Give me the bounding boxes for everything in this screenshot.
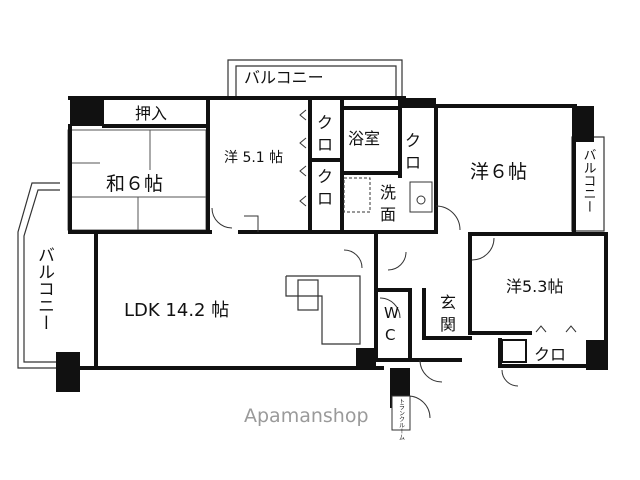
wall-blocks (56, 98, 608, 408)
label-senmen-1: 洗 (380, 183, 396, 202)
top-balcony-inner (235, 65, 397, 97)
label-washitsu: 和６帖 (106, 173, 163, 195)
trunk-room-box (391, 395, 411, 431)
label-bath: 浴室 (348, 129, 380, 148)
kitchen-counter (285, 275, 361, 345)
closet-markers (299, 109, 577, 333)
label-kuro-mid-1: ク (317, 167, 333, 186)
label-yo6: 洋６帖 (470, 161, 527, 183)
top-balcony-outline (227, 59, 403, 97)
label-yo51: 洋 5.1 帖 (224, 150, 283, 166)
sink-fixture (343, 177, 433, 213)
label-balcony-top: バルコニー (244, 68, 324, 87)
label-kuro-bath-2: ロ (405, 153, 421, 172)
left-balcony-outline (17, 182, 60, 369)
label-trunk-room: トランクルーム (398, 398, 405, 440)
label-kuro-bottom: クロ (534, 345, 566, 364)
left-balcony-inner (23, 189, 60, 363)
mb-box (501, 339, 527, 363)
label-balcony-left: バルコニー (34, 246, 54, 331)
watermark: Apamanshop (244, 405, 369, 427)
label-wc-1: W (384, 304, 399, 322)
label-genkan-2: 関 (440, 315, 456, 334)
label-kuro-top-2: ロ (317, 135, 333, 154)
walls (58, 96, 608, 370)
label-kuro-top-1: ク (317, 113, 333, 132)
label-kuro-mid-2: ロ (317, 189, 333, 208)
label-yo53: 洋5.3帖 (506, 277, 563, 296)
label-kuro-bath-1: ク (405, 131, 421, 150)
doors (211, 205, 519, 419)
label-ldk: LDK 14.2 帖 (124, 300, 229, 321)
label-balcony-right: バルコニー (581, 148, 597, 213)
label-senmen-2: 面 (380, 205, 396, 224)
label-mb: MB (503, 346, 522, 360)
label-wc-2: C (385, 326, 395, 344)
label-genkan-1: 玄 (440, 293, 456, 312)
label-oshiire: 押入 (135, 104, 167, 123)
